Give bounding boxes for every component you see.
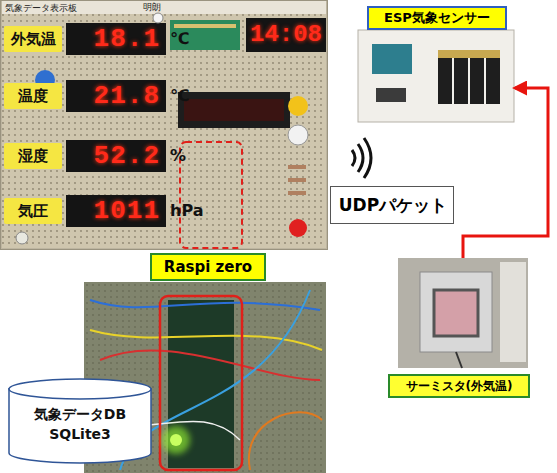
esp-module <box>372 44 412 74</box>
clock-value: 14:08 <box>248 21 324 49</box>
database-label: 気象データDB SQLite3 <box>14 404 146 460</box>
thermistor-unit: サーミスタ(外気温) <box>398 258 528 400</box>
unit-label: ℃ <box>170 26 194 52</box>
display-value: 1011 <box>68 197 160 225</box>
red-button <box>289 219 307 237</box>
raspi-highlight <box>160 296 242 470</box>
wire <box>100 350 320 380</box>
battery <box>454 50 468 104</box>
heading-label: ESP気象センサー <box>367 6 507 30</box>
lcd-screen <box>184 99 284 121</box>
seven-segment-display <box>66 140 166 172</box>
resistor-symbol <box>288 165 306 169</box>
cylinder-top <box>9 379 151 399</box>
wall-box <box>500 262 526 362</box>
database-cylinder: 気象データDB SQLite3 <box>8 378 152 464</box>
board-top-strip <box>2 0 326 14</box>
heading-label: Raspi zero <box>150 253 266 281</box>
row-label: 気圧 <box>4 198 62 224</box>
board-title: 気象データ表示板 <box>5 2 135 15</box>
acrylic-case <box>358 30 514 122</box>
unit-label: hPa <box>170 198 208 224</box>
clock-display <box>246 18 326 52</box>
green-led <box>170 434 182 446</box>
wire <box>90 300 320 310</box>
cable <box>456 352 462 368</box>
seven-segment-display <box>66 195 166 227</box>
row-label: 温度 <box>4 83 62 109</box>
wire <box>249 412 322 470</box>
resistor-symbol <box>288 178 306 182</box>
battery-caps <box>438 50 500 58</box>
lcd-module <box>178 92 290 128</box>
esp-sensor-photo <box>358 30 514 122</box>
raspi-location-box <box>180 142 242 248</box>
esp-sensor: ESP気象センサー <box>357 4 515 124</box>
packet-label: UDPパケット <box>331 187 455 225</box>
battery <box>470 50 484 104</box>
board-photo <box>0 0 328 250</box>
unit-label: ℃ <box>170 83 194 109</box>
wave-arc <box>358 144 363 172</box>
wave-arc <box>352 150 355 166</box>
display-value: 18.1 <box>68 25 160 53</box>
white-button <box>288 125 308 145</box>
led-glow <box>162 426 190 454</box>
small-button <box>153 13 163 23</box>
seven-segment-display <box>66 80 166 112</box>
unit-label: % <box>170 143 194 169</box>
yellow-button <box>288 96 308 116</box>
resistor-symbol <box>288 191 306 195</box>
row-label: 外気温 <box>4 26 62 52</box>
board-background <box>0 0 328 250</box>
perfboard <box>2 14 326 248</box>
sensor-chip <box>376 88 406 102</box>
battery <box>486 50 500 104</box>
foil-shield <box>420 272 492 352</box>
wave-arc <box>364 138 371 178</box>
packet-box: UDPパケット <box>330 186 454 224</box>
caption-label: サーミスタ(外気温) <box>388 374 530 398</box>
signal-arrow <box>463 88 548 258</box>
sensor-window <box>434 290 478 336</box>
row-label: 湿度 <box>4 143 62 169</box>
thermistor-photo <box>398 258 528 368</box>
display-value: 52.2 <box>68 142 160 170</box>
raspi-board <box>168 300 234 468</box>
display-value: 21.8 <box>68 82 160 110</box>
battery <box>438 50 452 104</box>
led <box>16 232 28 244</box>
seven-segment-display <box>66 23 166 55</box>
button-label: 明朗 <box>143 1 175 14</box>
wireless-symbol <box>352 138 371 178</box>
wall-background <box>398 258 528 368</box>
pin-header <box>174 24 236 28</box>
